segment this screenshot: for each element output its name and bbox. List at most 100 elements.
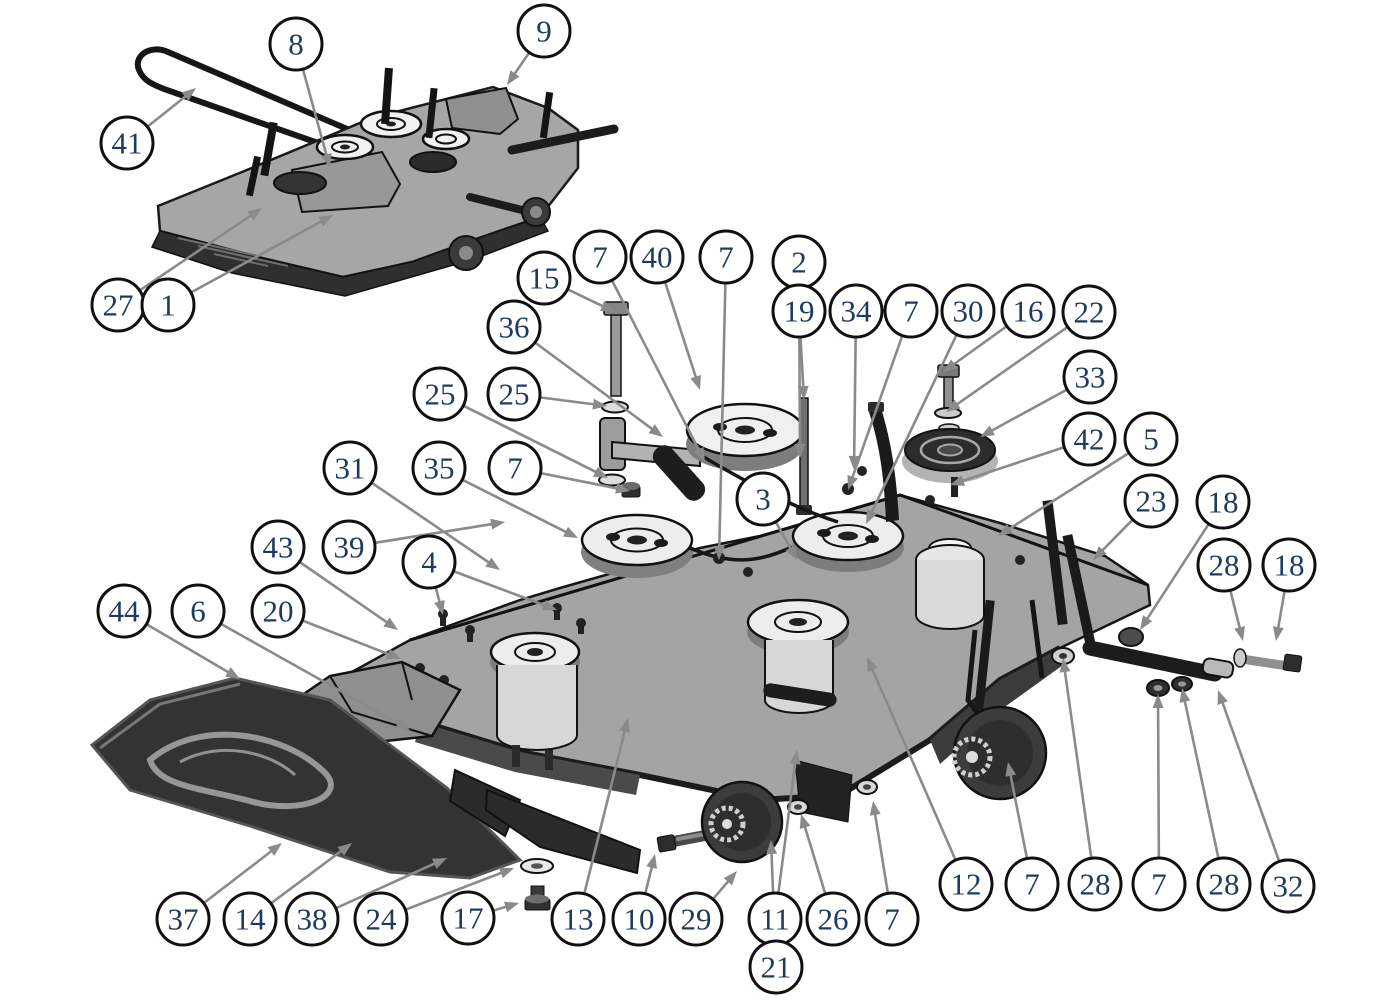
leader-arrowhead [592, 398, 607, 410]
caster-arm [507, 124, 619, 155]
pulley-slot [763, 429, 777, 437]
balloon-number: 16 [1013, 294, 1044, 329]
balloon-number: 31 [335, 451, 366, 486]
balloon-circle [96, 583, 152, 639]
caster-wheel [521, 197, 551, 227]
balloon-circle [828, 283, 884, 339]
balloon-circle [322, 440, 378, 496]
leader-line [513, 325, 659, 435]
deck-cover-right [444, 86, 520, 136]
balloon-circle [268, 16, 324, 72]
balloon-circle [1131, 856, 1187, 912]
leader-arrowhead [867, 657, 878, 673]
leader-arrowhead [869, 801, 881, 816]
callout-balloon-32: 32 [1260, 858, 1316, 914]
callout-balloon-22: 22 [1061, 284, 1117, 340]
callout-balloon-3: 3 [735, 471, 791, 527]
balloon-circle [140, 277, 196, 333]
leader-line [117, 210, 258, 307]
leader-line [868, 661, 968, 885]
callout-balloon-14: 14 [222, 891, 278, 947]
balloon-number: 17 [453, 901, 484, 936]
leader-arrowhead [225, 667, 240, 679]
balloon-circle [486, 299, 542, 355]
balloon-circle [250, 583, 306, 639]
callout-balloon-35: 35 [411, 440, 467, 496]
gauge-wheel-right [951, 599, 1048, 801]
callout-balloon-25: 25 [486, 366, 542, 422]
idler-damper [652, 445, 706, 501]
leader-arrowhead [504, 901, 519, 913]
callout-balloon-24: 24 [353, 891, 409, 947]
balloon-number: 1 [160, 288, 176, 323]
leader-arrowhead [847, 474, 858, 490]
leader-arrowhead [615, 482, 630, 494]
balloon-number: 32 [1273, 869, 1304, 904]
balloon-circle [1195, 474, 1251, 530]
balloon-circle [1123, 473, 1179, 529]
leader-arrowhead [766, 840, 778, 855]
balloon-number: 39 [334, 530, 365, 565]
leader-arrowhead [797, 385, 809, 400]
leader-line [867, 310, 970, 520]
balloon-number: 12 [951, 867, 982, 902]
small-deck-assembly [134, 46, 619, 297]
balloon-circle [1062, 349, 1118, 405]
callout-balloon-11: 11 [747, 891, 803, 947]
leader-arrowhead [866, 508, 878, 524]
balloon-number: 37 [168, 902, 199, 937]
balloon-number: 38 [297, 902, 328, 937]
callout-balloon-25: 25 [412, 366, 468, 422]
balloon-number: 44 [109, 594, 141, 629]
balloon-number: 4 [421, 545, 437, 580]
callout-balloon-40: 40 [629, 229, 685, 285]
callout-balloon-13: 13 [550, 891, 606, 947]
balloon-circle [1196, 856, 1252, 912]
balloon-number: 7 [903, 294, 919, 329]
balloon-number: 7 [592, 240, 608, 275]
leader-arrowhead [648, 424, 663, 437]
balloon-number: 29 [681, 902, 712, 937]
balloon-circle [353, 891, 409, 947]
callout-balloon-30: 30 [940, 283, 996, 339]
leader-arrowhead [320, 153, 332, 168]
leader-arrowhead [267, 843, 282, 856]
leader-line [1181, 693, 1226, 885]
balloon-circle [1067, 856, 1123, 912]
pulley-30 [791, 510, 905, 572]
hanger-post [381, 67, 393, 125]
balloon-number: 15 [529, 261, 560, 296]
lift-strap [974, 599, 995, 711]
balloon-number: 10 [624, 902, 655, 937]
leader-line [349, 466, 496, 568]
idler-assembly [598, 301, 805, 501]
leader-arrowhead [599, 300, 615, 312]
balloon-number: 7 [1024, 867, 1040, 902]
balloon-number: 27 [103, 288, 134, 323]
balloon-circle [1004, 856, 1060, 912]
callout-balloon-27: 27 [90, 277, 146, 333]
balloon-number: 26 [818, 902, 849, 937]
balloon-number: 34 [841, 294, 873, 329]
callout-balloon-6: 6 [170, 583, 226, 639]
balloon-number: 28 [1209, 867, 1240, 902]
balloon-circle [572, 229, 628, 285]
balloon-circle [748, 939, 804, 995]
blade-38 [484, 788, 642, 875]
balloon-number: 9 [536, 14, 552, 49]
roller-bracket [763, 683, 878, 823]
callout-balloon-17: 17 [440, 890, 496, 946]
balloon-circle [1260, 858, 1316, 914]
leader-arrowhead [998, 523, 1013, 536]
balloon-number: 43 [263, 530, 294, 565]
balloon-circle [440, 890, 496, 946]
balloon-circle [1261, 537, 1317, 593]
balloon-number: 13 [563, 902, 594, 937]
callout-balloon-31: 31 [322, 440, 378, 496]
balloon-number: 42 [1074, 422, 1105, 457]
hanger-post [425, 87, 438, 139]
balloon-circle [698, 229, 754, 285]
leader-arrowhead [1217, 690, 1228, 706]
callout-balloon-18: 18 [1261, 537, 1317, 593]
